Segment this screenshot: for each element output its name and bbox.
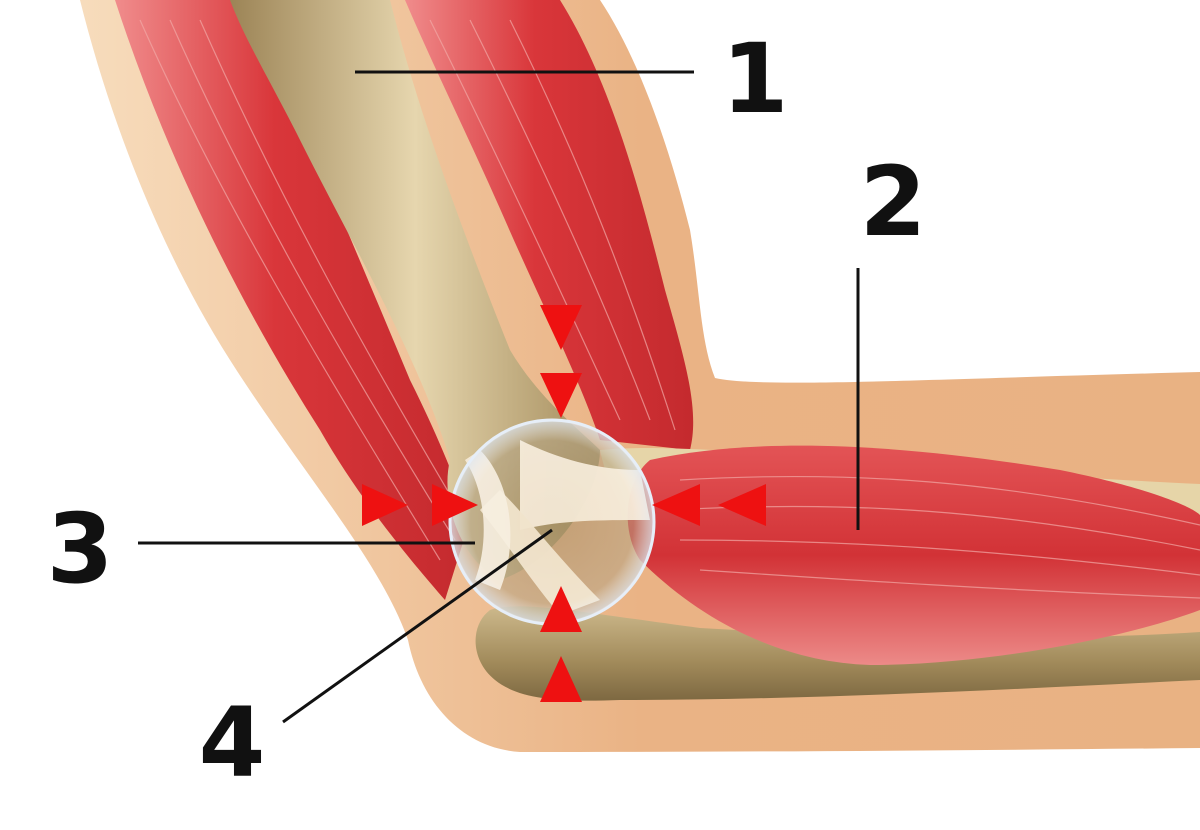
leader-line-4: [282, 528, 553, 724]
arrow-up-outer: [540, 656, 582, 702]
arrow-right-inner: [432, 484, 478, 526]
arrow-down-inner: [540, 373, 582, 418]
arrow-left-outer: [718, 484, 766, 526]
forearm-muscle: [627, 445, 1200, 665]
pressure-arrows: [362, 305, 766, 702]
arrow-left-inner: [652, 484, 700, 526]
biceps-muscle: [405, 0, 694, 450]
triceps-muscle: [115, 0, 470, 600]
callout-label-1: 1: [722, 23, 789, 135]
callout-label-2: 2: [860, 146, 927, 258]
muscle-fibres: [139, 19, 1200, 599]
callout-label-4: 4: [199, 687, 266, 799]
arrow-right-outer: [362, 484, 408, 526]
callout-label-3: 3: [47, 493, 114, 605]
joint-capsule: [448, 418, 656, 626]
arrow-down-outer: [540, 305, 582, 350]
arrow-up-inner: [540, 586, 582, 632]
